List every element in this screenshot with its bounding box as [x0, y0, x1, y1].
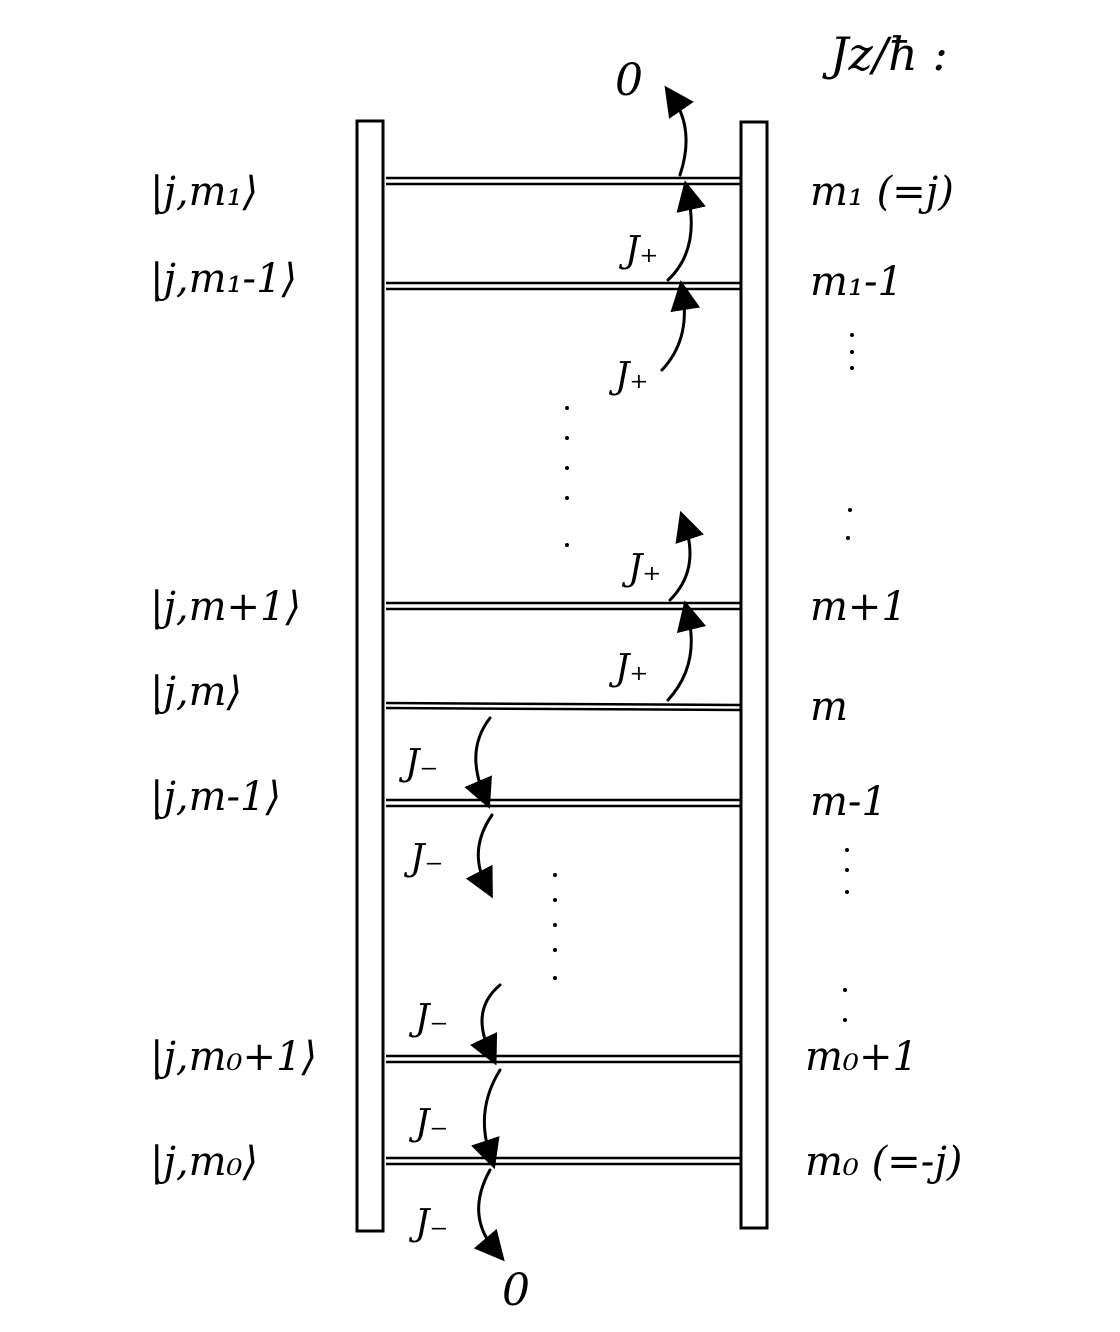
raising-operator-label: J₊ [618, 230, 658, 271]
rungs [385, 176, 741, 1166]
ket-label: |j,m₀+1⟩ [150, 1034, 317, 1080]
rung-m [385, 701, 741, 707]
eigenvalue-label: m₀ (=-j) [805, 1139, 962, 1185]
left-rail [355, 119, 385, 1233]
ket-label: |j,m₁-1⟩ [150, 256, 297, 302]
lowering-operator-label: J₋ [403, 838, 443, 879]
lowering-operator-label: J₋ [398, 743, 438, 784]
lowering-operator-label: J₋ [408, 1203, 448, 1244]
ket-label: |j,m₁⟩ [150, 169, 258, 215]
eigenvalue-label: m [810, 684, 848, 730]
lowering-arrows [464, 716, 505, 1262]
eigenvalue-label: m₁-1 [810, 259, 903, 305]
zero-bottom: 0 [502, 1265, 530, 1316]
raising-operator-label: J₊ [621, 548, 661, 589]
lowering-operator-label: J₋ [408, 998, 448, 1039]
eigenvalue-label: m₁ (=j) [810, 169, 954, 215]
zero-top: 0 [615, 55, 643, 106]
right-rail [739, 120, 769, 1230]
eigenvalue-label: m-1 [810, 779, 887, 825]
ket-label: |j,m⟩ [150, 669, 242, 715]
ket-label: |j,m+1⟩ [150, 584, 301, 630]
eigenvalue-label: m₀+1 [805, 1034, 918, 1080]
ellipsis-dots [553, 333, 854, 1022]
eigenvalue-label: m+1 [810, 584, 907, 630]
ket-label: |j,m-1⟩ [150, 774, 281, 820]
raising-operator-label: J₊ [608, 356, 648, 397]
jz-axis-label: Jz/ħ : [822, 27, 948, 81]
lowering-operator-label: J₋ [408, 1103, 448, 1144]
ket-label: |j,m₀⟩ [150, 1139, 258, 1185]
raising-arrows [660, 85, 707, 702]
raising-operator-label: J₊ [608, 648, 648, 689]
